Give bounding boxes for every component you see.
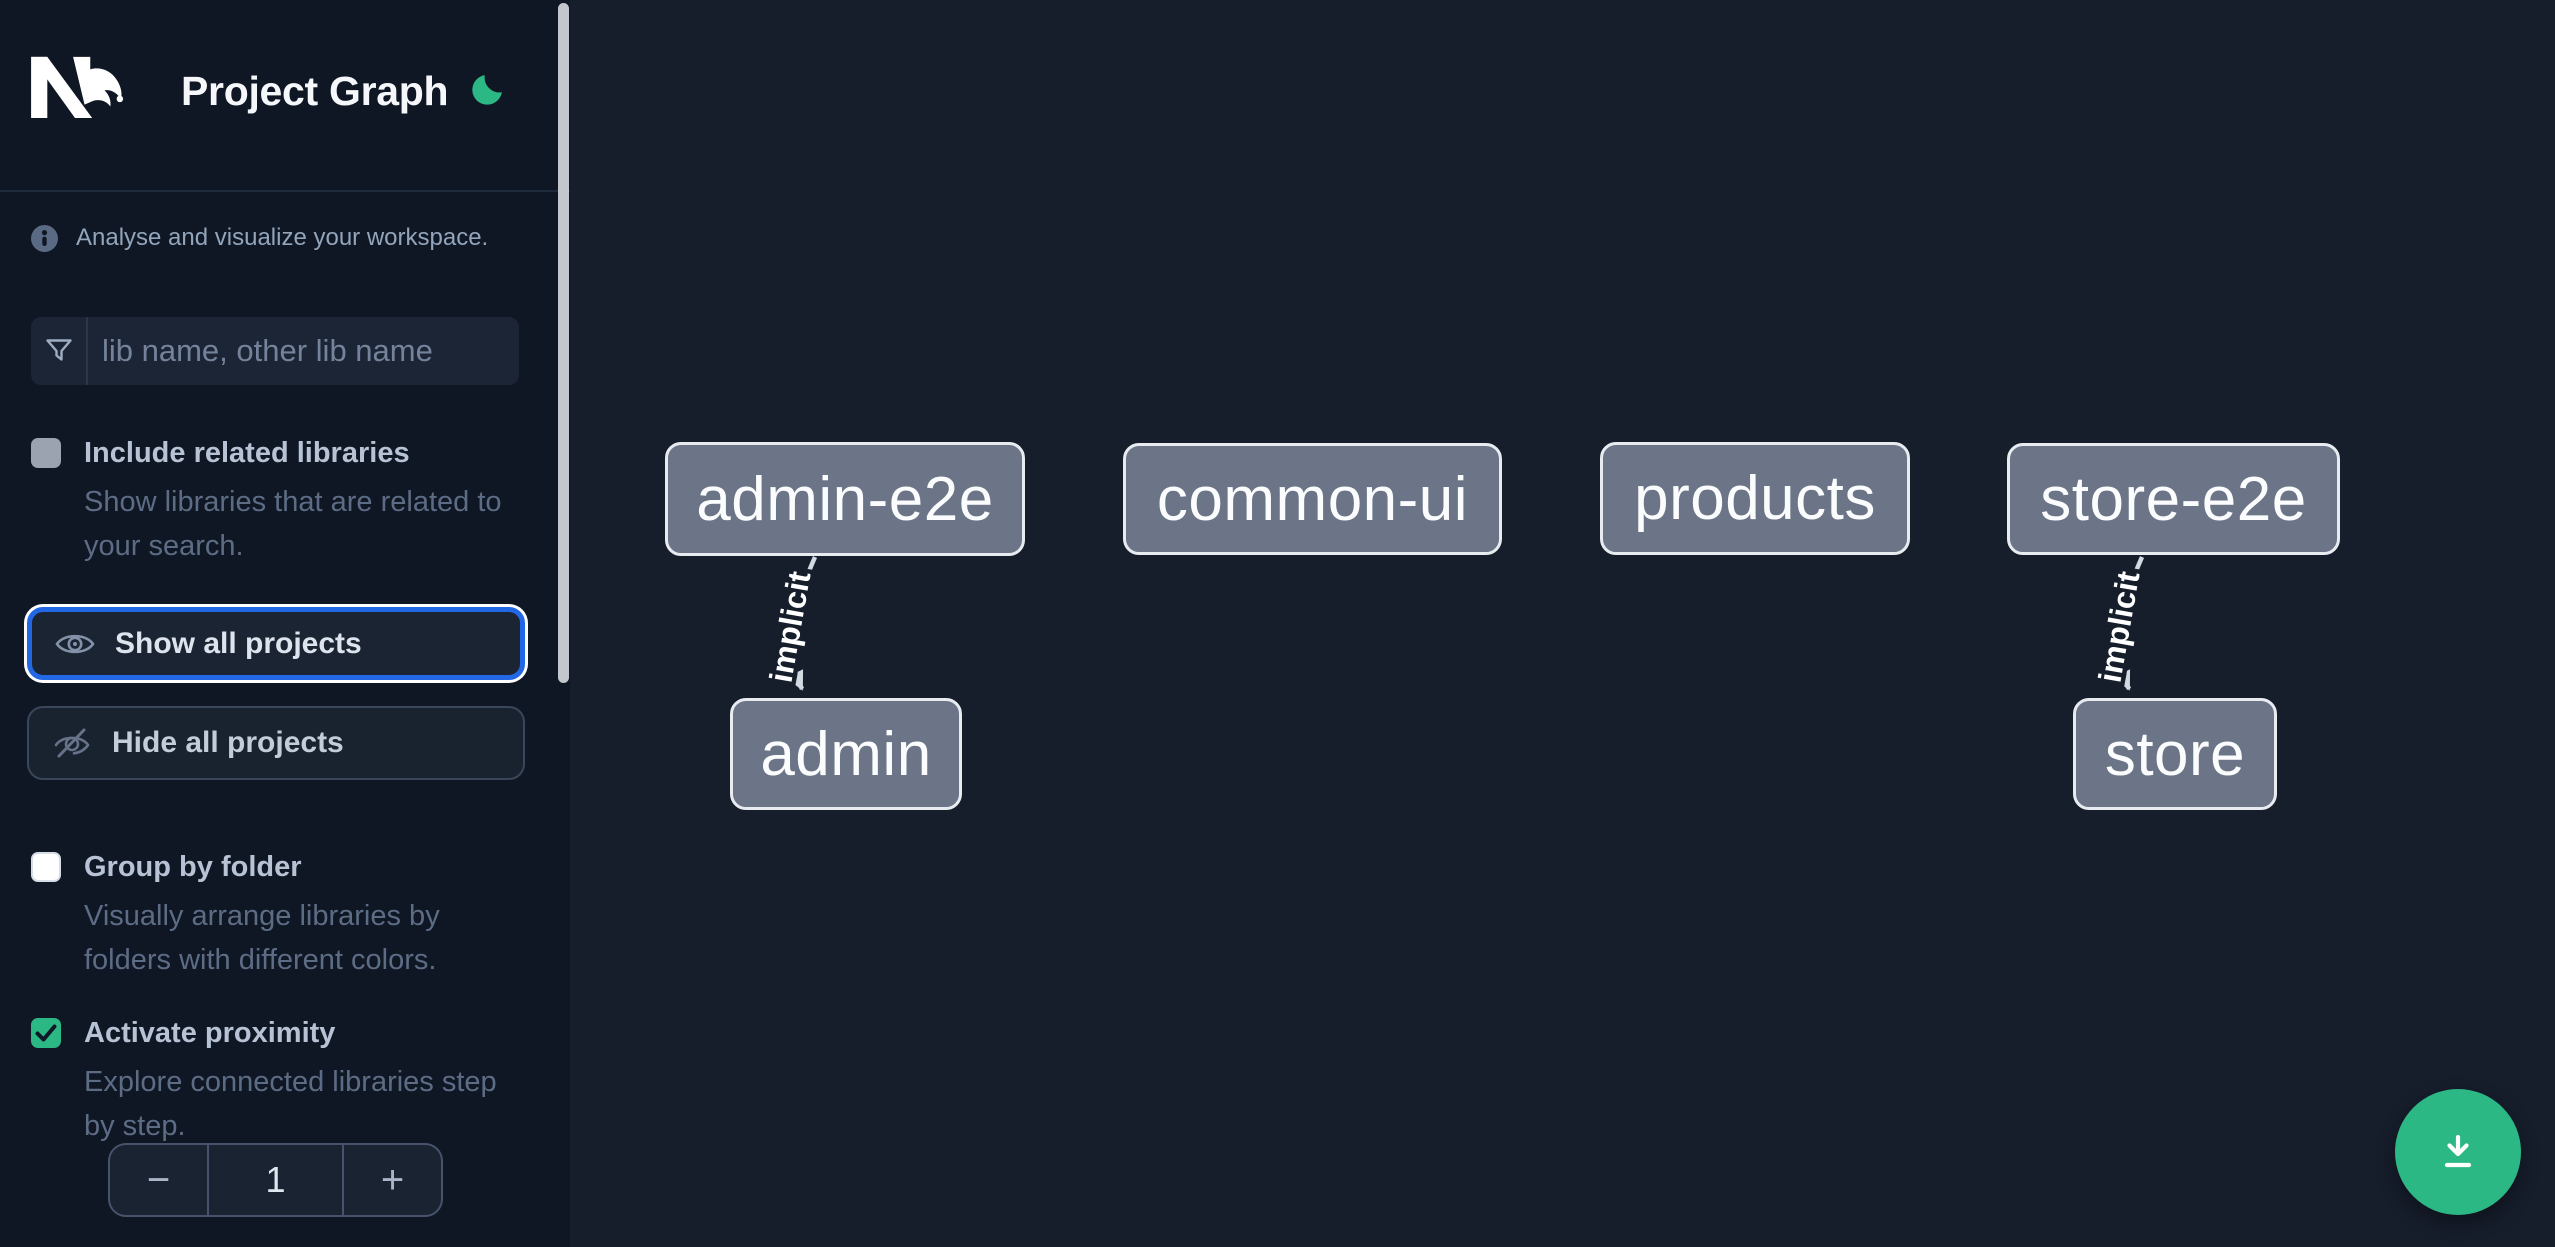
funnel-icon (45, 338, 72, 361)
edge-store-e2e-store (2112, 556, 2145, 691)
graph-canvas[interactable]: implicit implicit admin-e2e common-ui pr… (570, 0, 2555, 1247)
header-divider (0, 190, 570, 192)
stepper-increment-button[interactable]: + (342, 1145, 441, 1215)
proximity-stepper: − 1 + (108, 1143, 443, 1217)
show-all-projects-label: Show all projects (115, 626, 362, 660)
download-graph-button[interactable] (2395, 1089, 2521, 1215)
checkbox-include-related[interactable] (31, 438, 61, 468)
node-products[interactable]: products (1600, 442, 1910, 555)
stepper-decrement-button[interactable]: − (110, 1145, 209, 1215)
checkbox-activate-proximity[interactable] (31, 1018, 61, 1048)
label-include-related[interactable]: Include related libraries (84, 437, 410, 469)
desc-activate-proximity: Explore connected libraries step by step… (84, 1066, 497, 1142)
node-store-e2e[interactable]: store-e2e (2007, 443, 2340, 555)
edge-admin-e2e-admin (785, 556, 818, 691)
check-icon (35, 1024, 57, 1042)
sidebar-scrollbar[interactable] (558, 3, 569, 683)
show-all-projects-button[interactable]: Show all projects (27, 607, 525, 680)
label-activate-proximity[interactable]: Activate proximity (84, 1017, 336, 1049)
info-icon (31, 224, 58, 252)
nx-logo-icon (31, 56, 124, 118)
eye-slash-icon (54, 728, 90, 758)
filter-icon-cell (31, 317, 88, 385)
desc-include-related: Show libraries that are related to your … (84, 486, 502, 562)
eye-icon (55, 634, 95, 653)
node-common-ui[interactable]: common-ui (1123, 443, 1502, 555)
node-admin-e2e[interactable]: admin-e2e (665, 442, 1025, 556)
desc-group-by-folder: Visually arrange libraries by folders wi… (84, 900, 440, 976)
filter-box (31, 317, 519, 385)
graph-edges: implicit implicit (758, 556, 2151, 691)
filter-input[interactable] (88, 317, 519, 385)
node-admin[interactable]: admin (730, 698, 962, 810)
download-icon (2444, 1134, 2472, 1168)
page-title: Project Graph (181, 68, 449, 114)
edge-label-implicit-admin: implicit (763, 568, 818, 685)
sidebar: Project Graph Analyse and visualize your… (0, 0, 570, 1247)
stepper-value: 1 (265, 1159, 286, 1200)
hide-all-projects-button[interactable]: Hide all projects (27, 706, 525, 780)
info-row: Analyse and visualize your workspace. (31, 224, 531, 252)
dark-mode-toggle-moon-icon[interactable] (468, 71, 506, 109)
node-store[interactable]: store (2073, 698, 2277, 810)
checkbox-group-by-folder[interactable] (31, 852, 61, 882)
label-group-by-folder[interactable]: Group by folder (84, 851, 302, 883)
hide-all-projects-label: Hide all projects (112, 726, 344, 759)
tagline-text: Analyse and visualize your workspace. (76, 224, 489, 251)
edge-label-implicit-store: implicit (2092, 568, 2147, 685)
